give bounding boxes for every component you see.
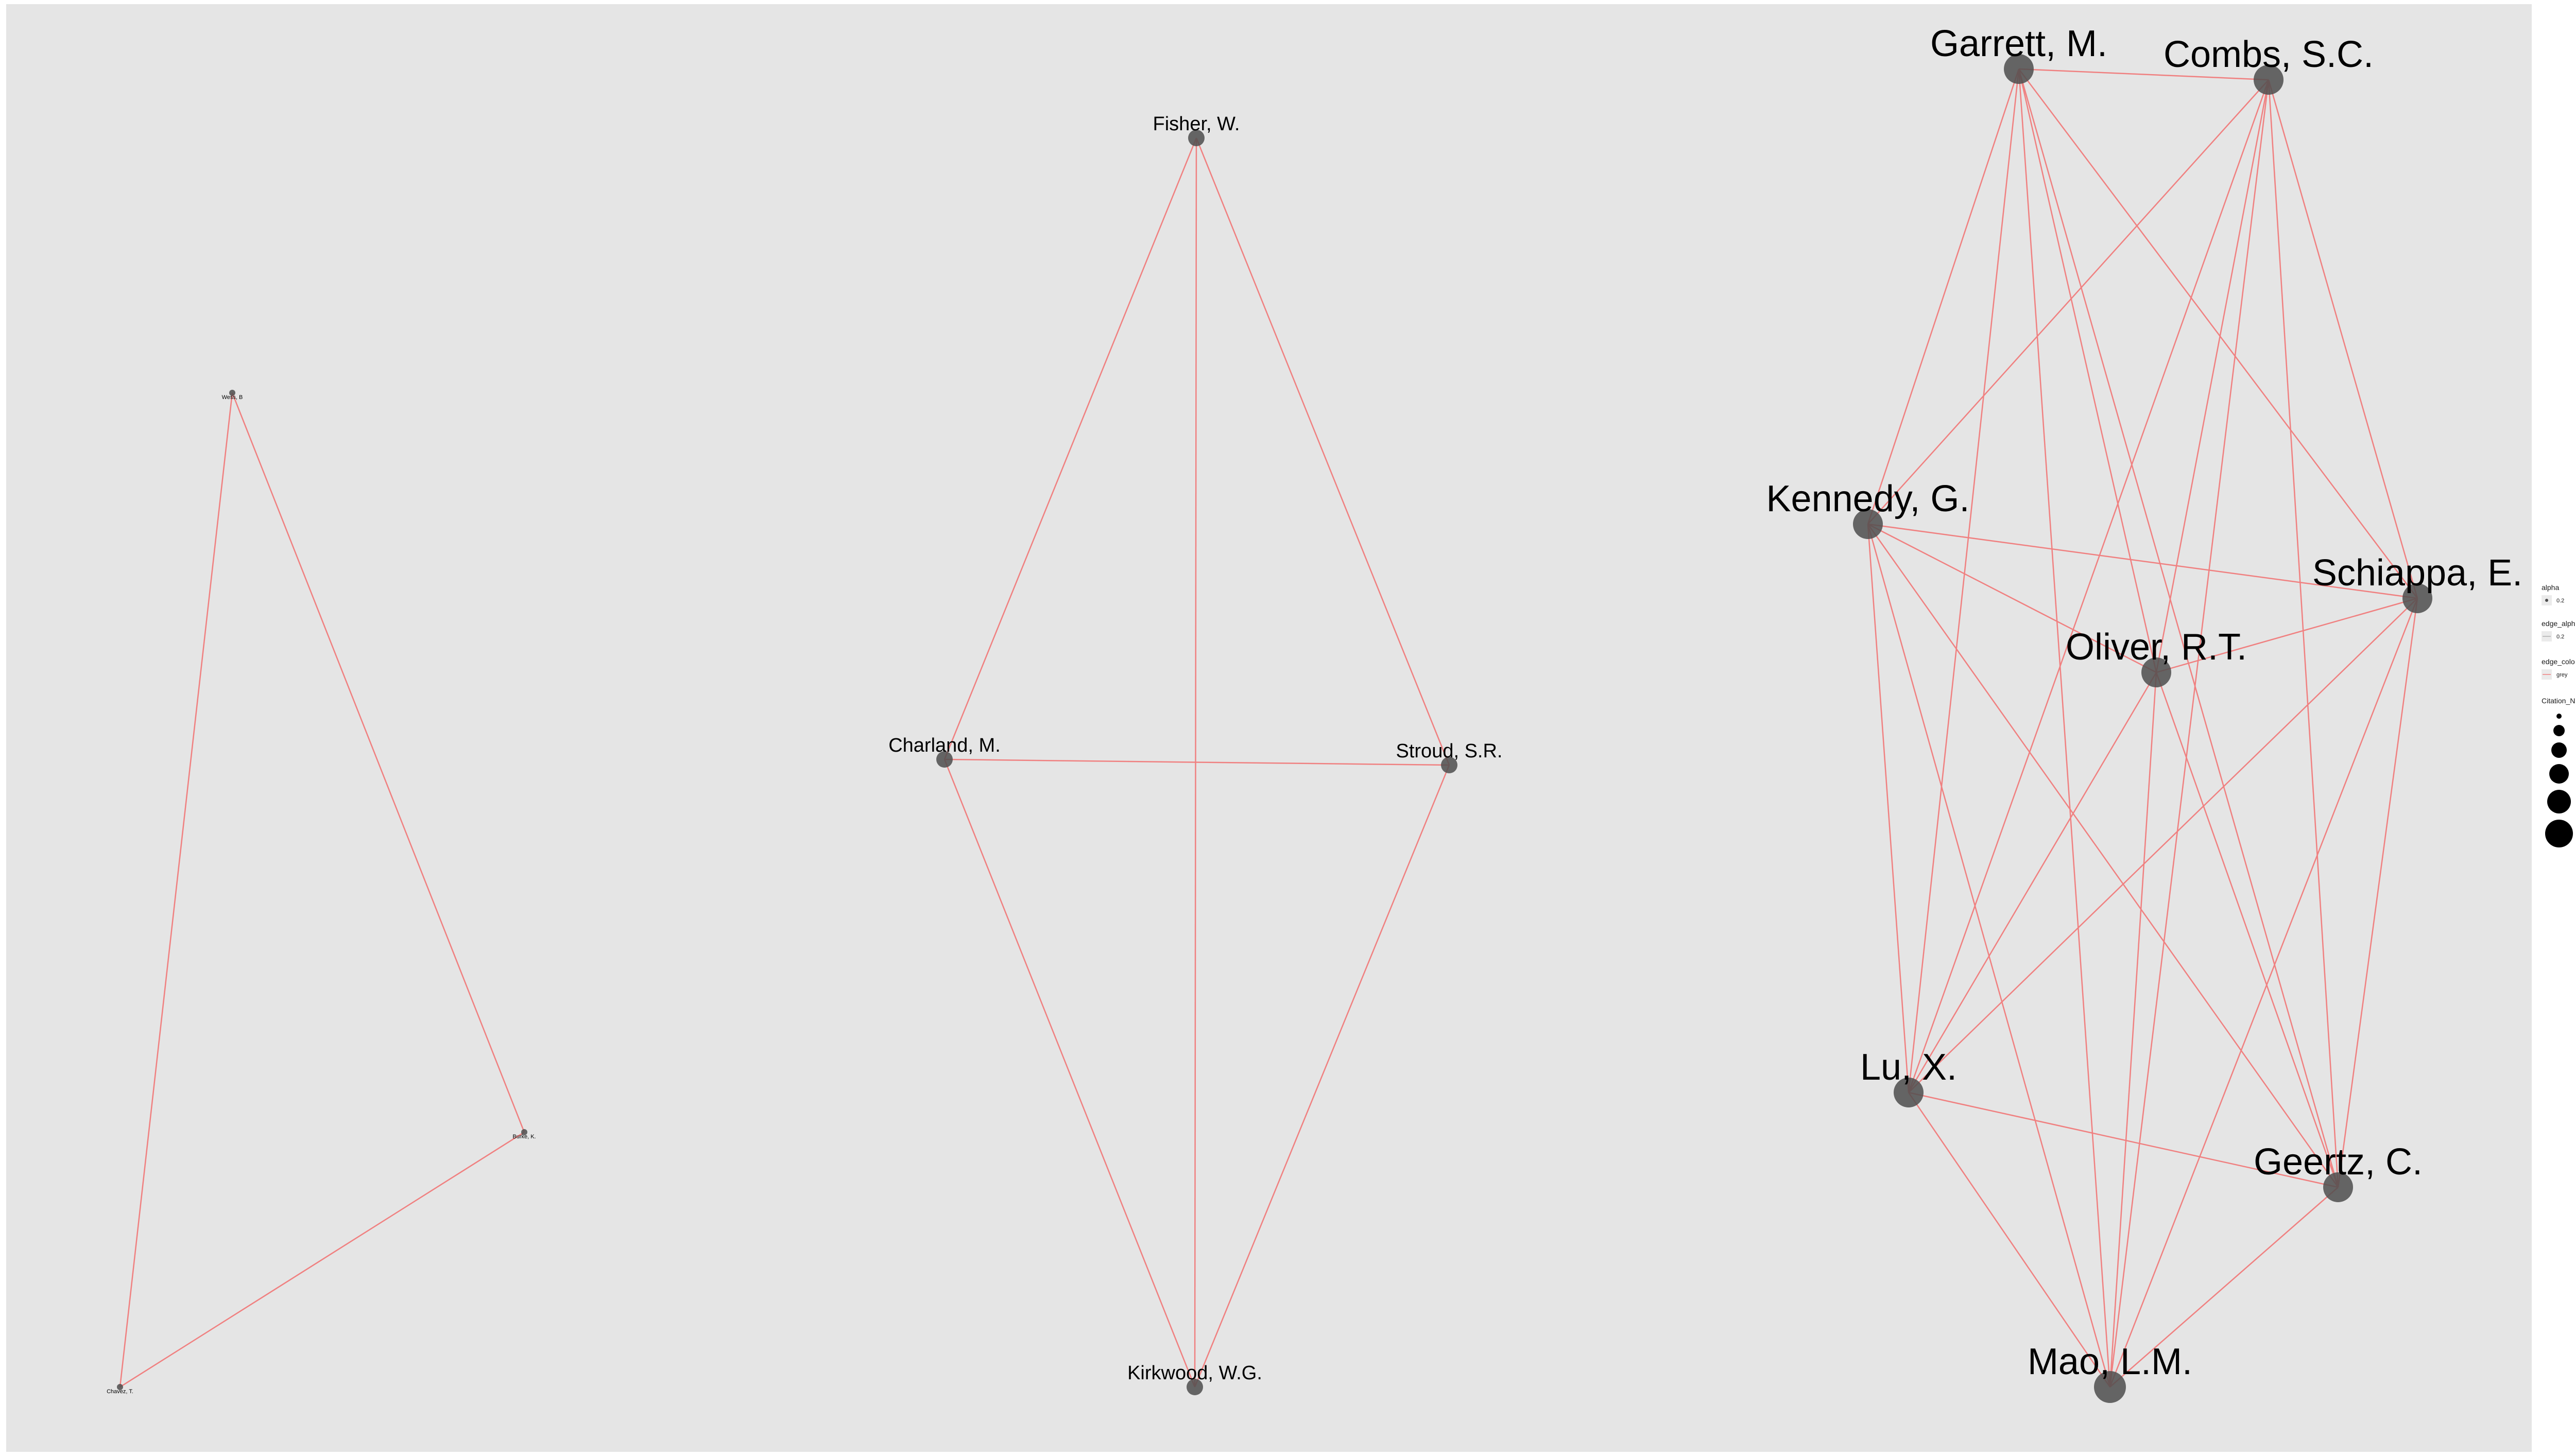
node-label-chavez-t: Chavez, T. xyxy=(107,1389,133,1395)
plot-panel xyxy=(6,4,2532,1452)
legend-citation-num-title: Citation_Num xyxy=(2542,697,2575,705)
edge-oliver-rt-mao-lm xyxy=(2109,672,2157,1388)
node-wess-b xyxy=(229,390,235,396)
node-label-garrett-m: Garrett, M. xyxy=(1930,23,2107,64)
node-combs-sc xyxy=(2254,65,2284,95)
edge-wess-b-burke-k xyxy=(231,392,525,1133)
edge-geertz-c-mao-lm xyxy=(2109,1187,2339,1388)
edge-garrett-m-kennedy-g xyxy=(1867,68,2020,525)
labels-layer: Wess, B Burke, K. Chavez, T. Fisher, W. Char… xyxy=(107,23,2522,1395)
edge-oliver-rt-lu-x xyxy=(1908,672,2157,1093)
edge-kennedy-g-oliver-rt xyxy=(1867,523,2157,673)
edge-fisher-w-stroud-sr xyxy=(1195,137,1450,766)
node-label-wess-b: Wess, B xyxy=(222,394,243,401)
legend-alpha-point xyxy=(2545,599,2548,602)
edge-wess-b-chavez-t xyxy=(119,392,233,1388)
edge-garrett-m-geertz-c xyxy=(2018,68,2339,1188)
legend-citation-num-key-6 xyxy=(2547,790,2571,813)
edge-garrett-m-schiappa-e xyxy=(2018,68,2418,599)
node-label-kennedy-g: Kennedy, G. xyxy=(1766,478,1970,519)
nodes-layer xyxy=(117,54,2432,1403)
edge-kennedy-g-schiappa-e xyxy=(1867,523,2418,599)
edge-combs-sc-mao-lm xyxy=(2109,79,2270,1388)
legend-edge-alpha-title: edge_alpha xyxy=(2542,619,2575,628)
edges-layer xyxy=(119,68,2418,1388)
edge-schiappa-e-mao-lm xyxy=(2109,598,2418,1388)
legend: alpha 0.2 edge_alpha 0.2 edge_colour gre… xyxy=(2542,583,2575,847)
node-fisher-w xyxy=(1188,130,1205,146)
legend-citation-num-key-7 xyxy=(2545,820,2573,847)
node-label-kirkwood-wg: Kirkwood, W.G. xyxy=(1127,1362,1262,1384)
edge-garrett-m-lu-x xyxy=(1908,68,2020,1093)
edge-garrett-m-combs-sc xyxy=(2018,68,2269,81)
edge-combs-sc-kennedy-g xyxy=(1867,79,2269,525)
node-kirkwood-wg xyxy=(1187,1379,1203,1395)
node-label-stroud-sr: Stroud, S.R. xyxy=(1396,740,1503,762)
legend-citation-num-key-5 xyxy=(2549,764,2569,784)
node-label-charland-m: Charland, M. xyxy=(888,735,1001,756)
node-stroud-sr xyxy=(1441,757,1457,773)
node-charland-m xyxy=(936,751,953,768)
edge-charland-m-kirkwood-wg xyxy=(943,759,1196,1388)
node-burke-k xyxy=(521,1129,527,1135)
edge-schiappa-e-lu-x xyxy=(1908,598,2418,1093)
edge-burke-k-chavez-t xyxy=(119,1131,525,1388)
legend-alpha-value: 0.2 xyxy=(2556,598,2564,604)
edge-charland-m-stroud-sr xyxy=(944,758,1450,766)
legend-edge-colour-value: grey xyxy=(2556,672,2568,678)
edge-combs-sc-schiappa-e xyxy=(2268,79,2418,599)
edge-stroud-sr-kirkwood-wg xyxy=(1194,765,1450,1388)
node-oliver-rt xyxy=(2141,657,2171,687)
node-label-fisher-w: Fisher, W. xyxy=(1153,113,1240,135)
legend-edge-colour-title: edge_colour xyxy=(2542,657,2575,666)
node-mao-lm xyxy=(2094,1371,2126,1403)
legend-edge-alpha-value: 0.2 xyxy=(2556,634,2564,640)
edge-schiappa-e-oliver-rt xyxy=(2156,597,2418,673)
edge-lu-x-mao-lm xyxy=(1908,1092,2111,1388)
edge-kennedy-g-lu-x xyxy=(1867,524,1910,1093)
edge-garrett-m-oliver-rt xyxy=(2018,68,2157,673)
edge-garrett-m-mao-lm xyxy=(2018,68,2111,1388)
node-schiappa-e xyxy=(2402,583,2432,613)
node-label-burke-k: Burke, K. xyxy=(512,1134,536,1140)
node-lu-x xyxy=(1894,1078,1924,1107)
legend-alpha-title: alpha xyxy=(2542,583,2559,592)
node-label-combs-sc: Combs, S.C. xyxy=(2164,34,2374,75)
edge-combs-sc-geertz-c xyxy=(2268,79,2339,1188)
edge-combs-sc-lu-x xyxy=(1908,79,2270,1093)
edge-fisher-w-charland-m xyxy=(943,137,1197,760)
legend-citation-num-key-4 xyxy=(2551,742,2567,758)
node-label-schiappa-e: Schiappa, E. xyxy=(2312,552,2522,594)
node-label-mao-lm: Mao, L.M. xyxy=(2028,1341,2192,1382)
node-garrett-m xyxy=(2004,54,2034,84)
legend-citation-num-keys: 234567 xyxy=(2545,714,2573,847)
edge-lu-x-geertz-c xyxy=(1908,1091,2339,1188)
edge-combs-sc-oliver-rt xyxy=(2155,79,2270,673)
edge-kennedy-g-geertz-c xyxy=(1867,524,2339,1188)
node-label-lu-x: Lu, X. xyxy=(1860,1047,1957,1088)
legend-citation-num-key-3 xyxy=(2553,725,2565,736)
node-chavez-t xyxy=(117,1384,123,1390)
node-label-geertz-c: Geertz, C. xyxy=(2254,1141,2423,1183)
node-kennedy-g xyxy=(1853,509,1883,539)
node-label-oliver-rt: Oliver, R.T. xyxy=(2066,627,2247,668)
edge-schiappa-e-geertz-c xyxy=(2337,598,2418,1188)
edge-oliver-rt-geertz-c xyxy=(2155,672,2339,1188)
node-geertz-c xyxy=(2323,1172,2353,1202)
legend-citation-num-key-2 xyxy=(2556,714,2562,719)
